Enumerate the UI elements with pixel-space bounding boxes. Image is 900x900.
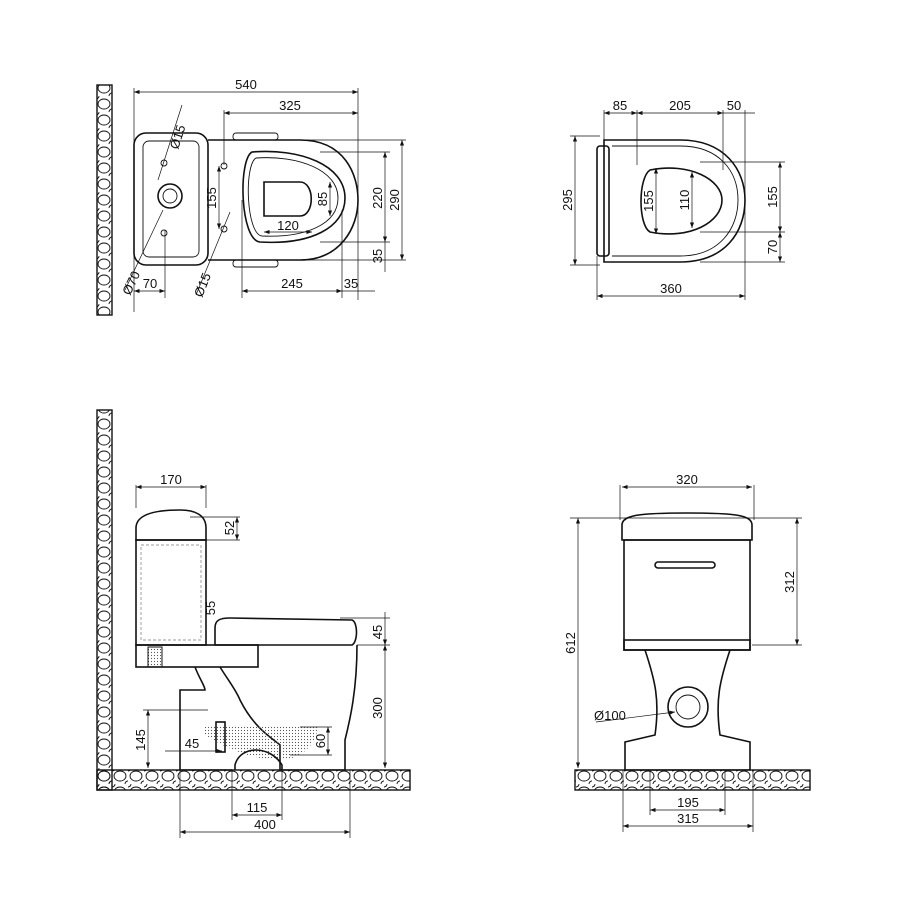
dim-290: 290 [387, 189, 402, 211]
dim-325: 325 [279, 98, 301, 113]
dim-300: 300 [370, 697, 385, 719]
dim-155-right: 155 [765, 186, 780, 208]
floor-hatch [574, 769, 811, 791]
dim-245: 245 [281, 276, 303, 291]
side-view: 170 52 55 45 300 145 45 60 115 400 [96, 409, 411, 838]
dim-55: 55 [203, 601, 218, 615]
seat-plan-view: 85 205 50 295 155 110 155 70 360 [560, 98, 785, 300]
tank-outline [133, 132, 209, 266]
dim-115: 115 [247, 800, 268, 815]
dim-155-inner: 155 [641, 190, 656, 212]
front-view: 320 312 612 Ø100 195 315 [563, 472, 811, 832]
dim-70: 70 [765, 240, 780, 254]
tank-base [135, 644, 259, 668]
dim-35-vertical: 35 [370, 249, 385, 263]
dim-110: 110 [677, 190, 692, 211]
dim-45-outlet: 45 [185, 736, 199, 751]
dim-220: 220 [370, 187, 385, 209]
dim-315: 315 [677, 811, 699, 826]
seat-opening [640, 167, 723, 235]
dim-35-horizontal: 35 [344, 276, 358, 291]
dim-45-seat: 45 [370, 625, 385, 639]
dim-360: 360 [660, 281, 682, 296]
top-plan-view: 540 325 290 220 35 245 35 70 155 85 120 … [96, 77, 406, 316]
dim-320: 320 [676, 472, 698, 487]
dim-60: 60 [313, 734, 328, 748]
dim-52: 52 [222, 521, 237, 535]
dim-295: 295 [560, 189, 575, 211]
dim-400: 400 [254, 817, 276, 832]
dim-205: 205 [669, 98, 691, 113]
dim-70: 70 [143, 276, 157, 291]
dim-170: 170 [160, 472, 182, 487]
dim-d15-tank: Ø15 [167, 123, 189, 151]
floor-hatch [96, 769, 411, 791]
tank-body [135, 539, 207, 646]
seat-outline [603, 139, 746, 263]
flush-button [157, 183, 183, 209]
dim-195: 195 [677, 795, 699, 810]
wall-hatch [96, 409, 113, 791]
tank-lid [621, 512, 753, 541]
flush-handle [654, 561, 716, 569]
dim-d15-fix: Ø15 [191, 271, 214, 299]
dim-50: 50 [727, 98, 741, 113]
bowl-opening [263, 181, 313, 217]
dim-120: 120 [277, 218, 299, 233]
dim-85: 85 [613, 98, 627, 113]
dim-85: 85 [315, 192, 330, 206]
seat-outline [242, 150, 346, 244]
dim-540: 540 [235, 77, 257, 92]
pedestal [624, 649, 751, 771]
dim-155: 155 [204, 187, 219, 209]
dim-145: 145 [133, 729, 148, 751]
dim-d70: Ø70 [119, 269, 143, 298]
wall-hatch [96, 84, 113, 316]
seat-side [214, 617, 358, 646]
dim-312: 312 [782, 571, 797, 593]
dim-612: 612 [563, 632, 578, 654]
outlet [667, 686, 709, 728]
tank-lid [135, 509, 207, 541]
tank-body [623, 539, 751, 651]
dim-d100: Ø100 [594, 708, 626, 723]
